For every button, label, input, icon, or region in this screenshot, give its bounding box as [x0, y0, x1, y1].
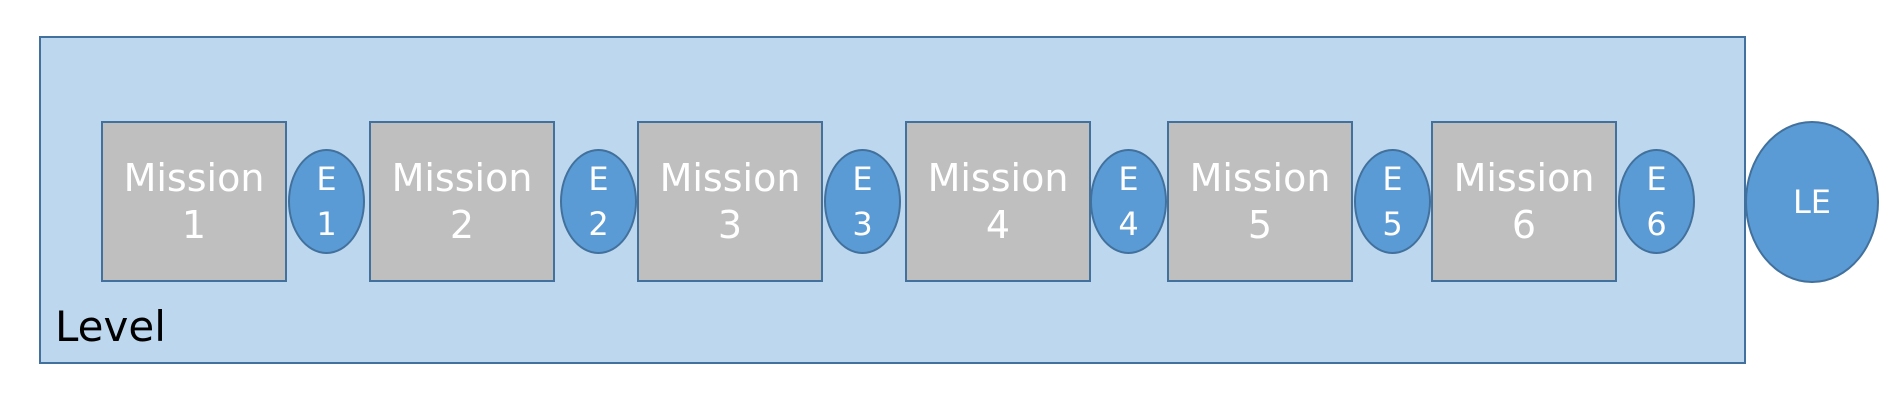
evaluation-letter: E: [1646, 159, 1667, 198]
evaluation-1-ellipse: E 1: [288, 149, 365, 254]
mission-label: Mission: [659, 155, 801, 200]
mission-3-box: Mission 3: [637, 121, 823, 282]
level-label: Level: [55, 302, 166, 351]
evaluation-4-ellipse: E 4: [1090, 149, 1167, 254]
evaluation-letter: E: [316, 159, 337, 198]
mission-number: 2: [449, 202, 475, 247]
evaluation-letter: E: [1118, 159, 1139, 198]
mission-label: Mission: [391, 155, 533, 200]
evaluation-6-ellipse: E 6: [1618, 149, 1695, 254]
evaluation-number: 1: [316, 204, 337, 243]
mission-number: 1: [181, 202, 207, 247]
level-evaluation-label: LE: [1792, 183, 1832, 221]
evaluation-3-ellipse: E 3: [824, 149, 901, 254]
mission-1-box: Mission 1: [101, 121, 287, 282]
mission-number: 3: [717, 202, 743, 247]
mission-label: Mission: [123, 155, 265, 200]
evaluation-letter: E: [588, 159, 609, 198]
evaluation-letter: E: [852, 159, 873, 198]
mission-6-box: Mission 6: [1431, 121, 1617, 282]
mission-4-box: Mission 4: [905, 121, 1091, 282]
evaluation-number: 3: [852, 204, 873, 243]
evaluation-number: 5: [1382, 204, 1403, 243]
mission-number: 6: [1511, 202, 1537, 247]
evaluation-2-ellipse: E 2: [560, 149, 637, 254]
evaluation-number: 6: [1646, 204, 1667, 243]
mission-label: Mission: [927, 155, 1069, 200]
mission-number: 4: [985, 202, 1011, 247]
evaluation-number: 4: [1118, 204, 1139, 243]
evaluation-number: 2: [588, 204, 609, 243]
mission-label: Mission: [1189, 155, 1331, 200]
mission-5-box: Mission 5: [1167, 121, 1353, 282]
mission-label: Mission: [1453, 155, 1595, 200]
mission-2-box: Mission 2: [369, 121, 555, 282]
mission-number: 5: [1247, 202, 1273, 247]
evaluation-letter: E: [1382, 159, 1403, 198]
evaluation-5-ellipse: E 5: [1354, 149, 1431, 254]
level-evaluation-ellipse: LE: [1745, 121, 1879, 283]
